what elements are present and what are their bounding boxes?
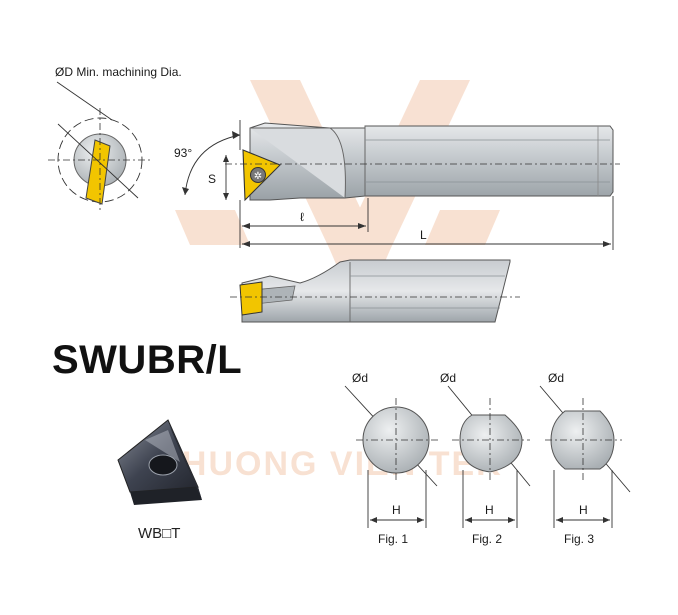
l-small-label: ℓ xyxy=(300,210,304,224)
od-label-1: Ød xyxy=(352,371,368,385)
fig-caption-2: Fig. 2 xyxy=(472,532,502,546)
side-view-bottom xyxy=(230,259,520,323)
figure-3: Ød H Fig. 3 xyxy=(539,371,631,546)
h-label-1: H xyxy=(392,503,401,517)
product-title: SWUBR/L xyxy=(52,338,243,382)
angle-dimension: 93° S xyxy=(174,120,241,200)
fig-caption-3: Fig. 3 xyxy=(564,532,594,546)
h-label-2: H xyxy=(485,503,494,517)
angle-label: 93° xyxy=(174,146,192,160)
insert-3d-image xyxy=(117,419,202,505)
h-label-3: H xyxy=(579,503,588,517)
l-big-dimension: L xyxy=(242,196,614,250)
l-small-dimension: ℓ xyxy=(239,198,369,248)
svg-text:✲: ✲ xyxy=(254,171,262,182)
od-label-3: Ød xyxy=(548,371,564,385)
watermark-text: PHUONG VIEN TEK xyxy=(157,445,502,483)
side-view-top: ✲ xyxy=(225,122,620,202)
insert-bottom xyxy=(239,281,263,316)
l-big-label: L xyxy=(420,228,427,242)
figure-2: Ød H Fig. 2 xyxy=(440,371,531,546)
figure-1: Ød H Fig. 1 xyxy=(344,371,438,546)
insert-code-label: WB□T xyxy=(138,525,181,542)
s-label: S xyxy=(208,172,216,186)
od-label-2: Ød xyxy=(440,371,456,385)
screw-icon xyxy=(250,167,266,183)
end-view: ØD Min. machining Dia. xyxy=(48,65,182,212)
insert-end xyxy=(85,139,111,205)
fig-caption-1: Fig. 1 xyxy=(378,532,408,546)
min-dia-label: ØD Min. machining Dia. xyxy=(55,65,182,79)
